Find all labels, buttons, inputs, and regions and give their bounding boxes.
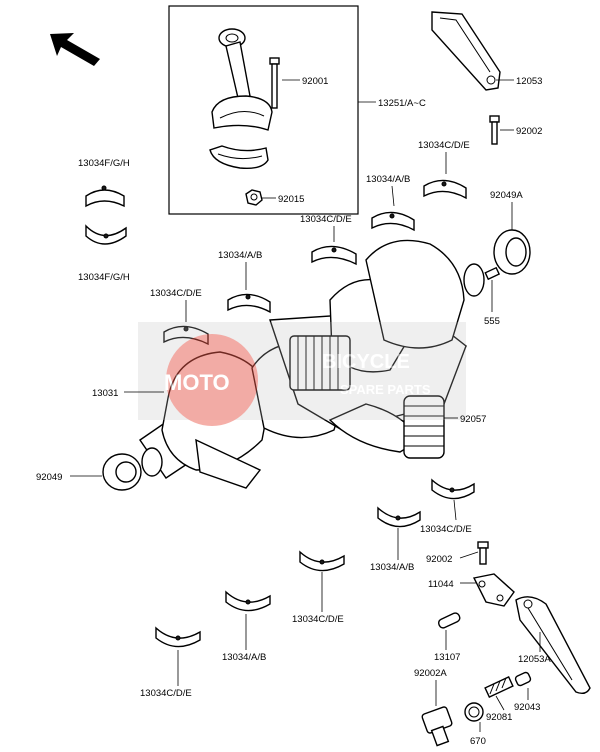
leader-lines [70, 79, 541, 732]
bearing-13034CDE-f [155, 626, 201, 648]
label-13034FGH-upper: 13034F/G/H [78, 158, 130, 169]
label-13031: 13031 [92, 388, 118, 399]
pin-555 [484, 266, 501, 281]
bracket-12053 [431, 11, 501, 91]
label-11044: 11044 [428, 579, 454, 590]
watermark-brand: MOTO [164, 370, 230, 395]
watermark-line2: SPARE PARTS [340, 382, 431, 397]
label-13034AB-b: 13034/A/B [218, 250, 262, 261]
bearing-13034CDE-b [311, 245, 357, 266]
bearing-13034AB-a [371, 211, 415, 232]
plug-92002A [421, 706, 453, 747]
label-670: 670 [470, 736, 486, 747]
label-92049: 92049 [36, 472, 62, 483]
label-13034CDE-e: 13034C/D/E [292, 614, 344, 625]
rod-nut [245, 189, 263, 206]
label-555: 555 [484, 316, 500, 327]
bearing-13034AB-d [225, 590, 271, 612]
pin-13107 [437, 612, 461, 629]
label-13034FGH-lower: 13034F/G/H [78, 272, 130, 283]
bearing-13034CDE-a [423, 179, 467, 200]
bearing-13034CDE-d [431, 478, 475, 500]
label-13034CDE-b: 13034C/D/E [300, 214, 352, 225]
label-92002A: 92002A [414, 668, 447, 679]
rod-bolt [269, 57, 280, 109]
watermark: MOTO BICYCLE SPARE PARTS [138, 322, 466, 426]
label-13034CDE-a: 13034C/D/E [418, 140, 470, 151]
label-13034CDE-f: 13034C/D/E [140, 688, 192, 699]
oil-seal-92049 [102, 453, 142, 491]
label-92057: 92057 [460, 414, 486, 425]
label-13034AB-d: 13034/A/B [222, 652, 266, 663]
label-92002-top: 92002 [516, 126, 542, 137]
bolt-92002-mid [477, 541, 489, 565]
label-12053: 12053 [516, 76, 542, 87]
label-92043: 92043 [514, 702, 540, 713]
label-13034CDE-d: 13034C/D/E [420, 524, 472, 535]
label-92049A: 92049A [490, 190, 523, 201]
plate-11044 [472, 573, 515, 607]
rod-cap [209, 145, 269, 170]
label-92002-mid: 92002 [426, 554, 452, 565]
bearing-13034AB-b [227, 293, 271, 314]
label-92001: 92001 [302, 76, 328, 87]
label-13107: 13107 [434, 652, 460, 663]
bearing-shells [85, 179, 475, 648]
label-92081: 92081 [486, 712, 512, 723]
tensioner-guide-12053A [515, 596, 591, 695]
cam-chain-92057 [403, 395, 445, 459]
bearing-13034CDE-e [299, 550, 345, 572]
spring-92081 [484, 676, 514, 698]
part-labels: 92001 13251/A~C 92015 12053 92002 13034C… [36, 76, 551, 747]
arrow-up-left-icon [50, 33, 100, 66]
label-12053A: 12053A [518, 654, 551, 665]
connecting-rod-group-box [168, 5, 359, 215]
bearing-13034FGH-lower [85, 224, 127, 245]
label-13034CDE-c: 13034C/D/E [150, 288, 202, 299]
label-13034AB-a: 13034/A/B [366, 174, 410, 185]
label-92015: 92015 [278, 194, 304, 205]
watermark-line1: BICYCLE [322, 351, 410, 373]
bearing-13034CDE-c [163, 325, 209, 346]
label-13034AB-c: 13034/A/B [370, 562, 414, 573]
watermark-globe [166, 334, 258, 426]
bolt-92002-top [489, 115, 500, 145]
o-ring-670 [464, 702, 484, 722]
connecting-rod [211, 28, 273, 131]
label-13251: 13251/A~C [378, 98, 426, 109]
pin-92043 [514, 671, 532, 687]
crankshaft [139, 239, 485, 489]
oil-seal-92049A [493, 229, 531, 275]
bearing-13034FGH-upper [85, 185, 125, 208]
bearing-13034AB-c [377, 506, 421, 528]
watermark-band [138, 322, 466, 420]
